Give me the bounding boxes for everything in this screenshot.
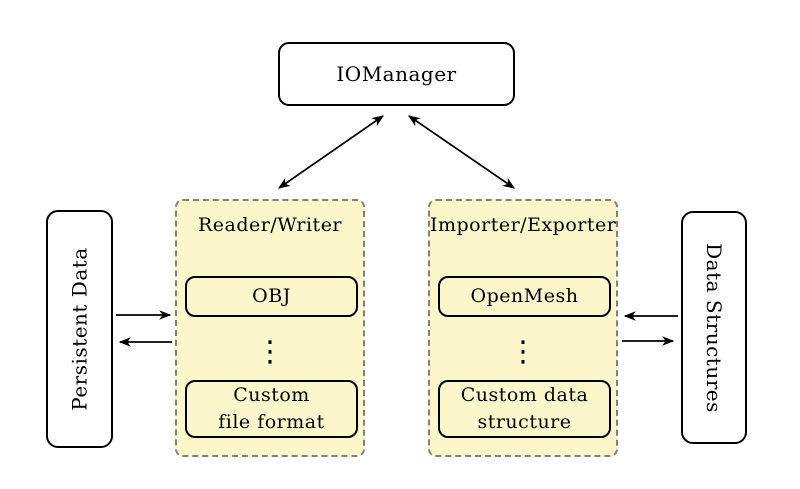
persistent-data-box: Persistent Data (46, 210, 113, 448)
iomanager-label: IOManager (336, 62, 457, 86)
obj-label: OBJ (252, 285, 291, 307)
openmesh-box: OpenMesh (438, 276, 611, 317)
reader-writer-title: Reader/Writer (197, 214, 343, 236)
custom-file-format-line2: file format (218, 411, 325, 433)
custom-file-format-line1: Custom (233, 384, 310, 406)
arrow-iomanager-readerwriter (278, 115, 384, 189)
importer-exporter-group: Importer/Exporter OpenMesh ⋮ Custom data… (428, 199, 618, 457)
ellipsis-vertical-icon: ⋮ (255, 334, 285, 368)
data-structures-label: Data Structures (702, 242, 726, 413)
custom-data-structure-line2: structure (477, 411, 572, 433)
data-structures-box: Data Structures (681, 211, 747, 444)
arrow-iomanager-importerexporter (408, 115, 515, 189)
custom-data-structure-box: Custom data structure (438, 380, 611, 438)
ellipsis-vertical-icon: ⋮ (508, 334, 538, 368)
iomanager-box: IOManager (278, 42, 515, 106)
persistent-data-label: Persistent Data (67, 247, 92, 411)
openmesh-label: OpenMesh (470, 285, 579, 307)
custom-data-structure-line1: Custom data (460, 384, 589, 406)
obj-box: OBJ (185, 276, 358, 317)
importer-exporter-title: Importer/Exporter (430, 214, 617, 236)
reader-writer-group: Reader/Writer OBJ ⋮ Custom file format (175, 199, 365, 457)
custom-file-format-box: Custom file format (185, 380, 358, 438)
